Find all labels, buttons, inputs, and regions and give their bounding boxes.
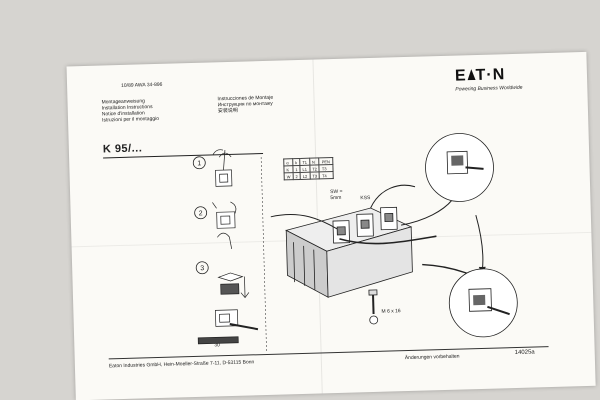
dashed-separator — [260, 157, 267, 353]
step-1-marker: 1 — [192, 156, 206, 170]
step-2-marker: 2 — [194, 206, 208, 220]
installation-illustration: 1 2 3 — [192, 133, 518, 353]
step-3-marker: 3 — [195, 261, 209, 275]
logo-letter-a — [466, 67, 476, 85]
document-number: 14025a — [514, 349, 535, 357]
part-label: KSS — [360, 195, 371, 201]
instruction-sheet: 10/89 AWA 34-896 Montageanweisung Instal… — [66, 51, 596, 400]
wire-label: SW = — [330, 189, 343, 195]
screw-label: M 6 x 16 — [381, 308, 401, 315]
terminal-block-drawing — [285, 206, 413, 298]
logo-a-glyph-icon — [467, 69, 476, 81]
measure-label: 30 — [214, 342, 220, 348]
screw-drawing — [368, 289, 379, 325]
detail-circle-top — [425, 133, 494, 202]
wire-size-label: 5mm — [330, 195, 341, 201]
step-1-drawing — [212, 149, 233, 187]
detail-circle-bottom — [448, 268, 518, 338]
step-4-drawing — [197, 309, 259, 345]
step-2-drawing — [212, 201, 237, 229]
step-3-drawing — [217, 232, 250, 299]
step-3-label: 3 — [200, 265, 204, 272]
step-1-label: 1 — [197, 160, 201, 167]
step-2-label: 2 — [199, 210, 203, 217]
